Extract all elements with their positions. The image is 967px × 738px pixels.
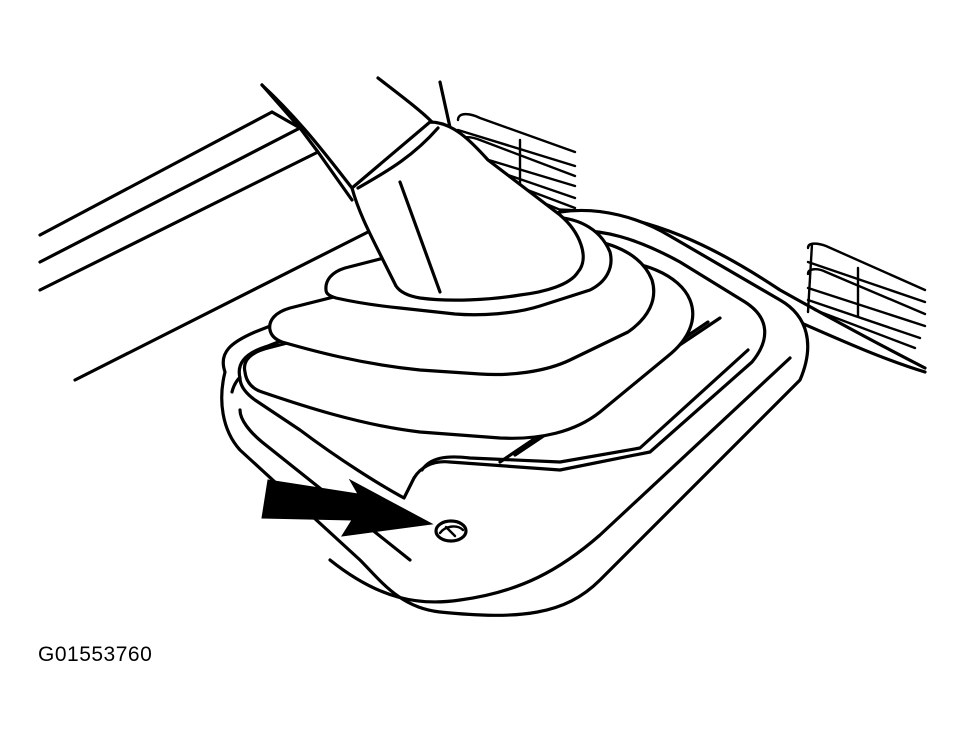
screw-icon: [434, 519, 468, 543]
console-floor-line: [788, 316, 927, 374]
right-air-vent: [806, 242, 927, 350]
console-rail: [38, 83, 370, 382]
callout-arrow-icon: [261, 478, 434, 537]
shift-boot-stem: [260, 76, 585, 302]
figure-id-label: G01553760: [38, 643, 153, 666]
